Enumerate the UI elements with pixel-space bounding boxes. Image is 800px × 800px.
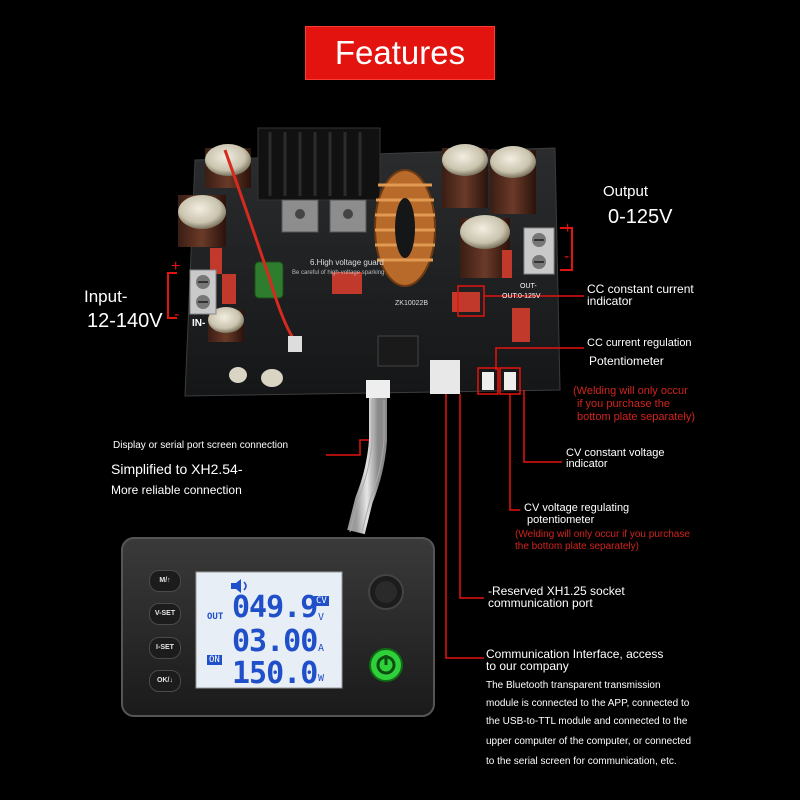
- pcb-board: [184, 127, 561, 397]
- board-out-minus: OUT-: [520, 283, 537, 290]
- cc-indicator-line2: indicator: [587, 294, 633, 308]
- weld-note-1-line1: (Welding will only occur: [573, 385, 688, 397]
- cc-indicator-line1: CC constant current: [587, 282, 694, 296]
- cv-pot-line2: potentiometer: [527, 514, 595, 526]
- weld-note-1-line3: bottom plate separately): [577, 411, 696, 423]
- weld-note-2-line1: (Welding will only occur if you purchase: [515, 529, 690, 540]
- board-out-marking: OUT:0-125V: [502, 293, 541, 300]
- comm-title-line1: Communication Interface, access: [486, 647, 664, 661]
- toroid-inductor: [374, 169, 436, 287]
- lcd-unit-v: V: [318, 612, 325, 623]
- input-title: Input-: [84, 287, 128, 306]
- input-minus: -: [174, 306, 180, 323]
- lcd-on-badge: ON: [207, 655, 222, 665]
- simplified-label: Simplified to XH2.54-: [111, 461, 243, 477]
- cc-pot-line2: Potentiometer: [589, 354, 664, 368]
- reliable-label: More reliable connection: [111, 483, 242, 497]
- lcd-voltage: 049.9: [232, 590, 318, 625]
- lcd-out-label: OUT: [207, 612, 224, 622]
- board-warning-text: Be careful of high-voltage sparking: [292, 270, 385, 276]
- comm-desc-line1: The Bluetooth transparent transmission: [486, 680, 661, 691]
- cv-indicator-line2: indicator: [566, 458, 608, 470]
- lcd-power: 150.0: [232, 656, 318, 691]
- display-connection-label: Display or serial port screen connection: [113, 440, 289, 451]
- input-terminal: [189, 269, 217, 315]
- comm-title-line2: to our company: [486, 659, 569, 673]
- cv-pot-line1: CV voltage regulating: [524, 502, 630, 514]
- board-warning-title: 6.High voltage guard: [310, 258, 384, 267]
- v-set-button[interactable]: V-SET: [149, 603, 181, 625]
- lcd-unit-w: W: [318, 673, 325, 684]
- weld-note-1-line2: if you purchase the: [577, 398, 670, 410]
- board-in-minus: IN-: [192, 318, 206, 329]
- weld-note-2-line2: the bottom plate separately): [515, 541, 639, 552]
- features-banner: Features: [305, 26, 495, 80]
- input-range: 12-140V: [87, 310, 163, 332]
- output-plus: +: [563, 220, 573, 237]
- reserved-socket-line2: communication port: [488, 596, 593, 610]
- menu-up-button[interactable]: M/↑: [149, 570, 181, 592]
- output-title: Output: [603, 183, 649, 200]
- output-terminal: [523, 227, 555, 275]
- comm-desc-line3: the USB-to-TTL module and connected to t…: [486, 716, 688, 727]
- comm-desc-line4: upper computer of the computer, or conne…: [486, 736, 692, 747]
- output-minus: -: [564, 248, 570, 265]
- input-plus: +: [171, 258, 181, 275]
- comm-desc-line2: module is connected to the APP, connecte…: [486, 698, 690, 709]
- board-model: ZK10022B: [395, 300, 429, 307]
- cv-indicator-line1: CV constant voltage: [566, 447, 665, 459]
- output-range: 0-125V: [608, 206, 673, 228]
- lcd-unit-a: A: [318, 643, 325, 654]
- i-set-button[interactable]: I-SET: [149, 637, 181, 659]
- capacitors: [178, 144, 536, 387]
- lcd-cv-badge: CV: [314, 596, 329, 606]
- cc-pot-line1: CC current regulation: [587, 337, 692, 349]
- reserved-socket-line1: -Reserved XH1.25 socket: [488, 584, 625, 598]
- ok-down-button[interactable]: OK/↓: [149, 670, 181, 692]
- lcd-current: 03.00: [232, 624, 318, 659]
- comm-desc-line5: to the serial screen for communication, …: [486, 756, 677, 767]
